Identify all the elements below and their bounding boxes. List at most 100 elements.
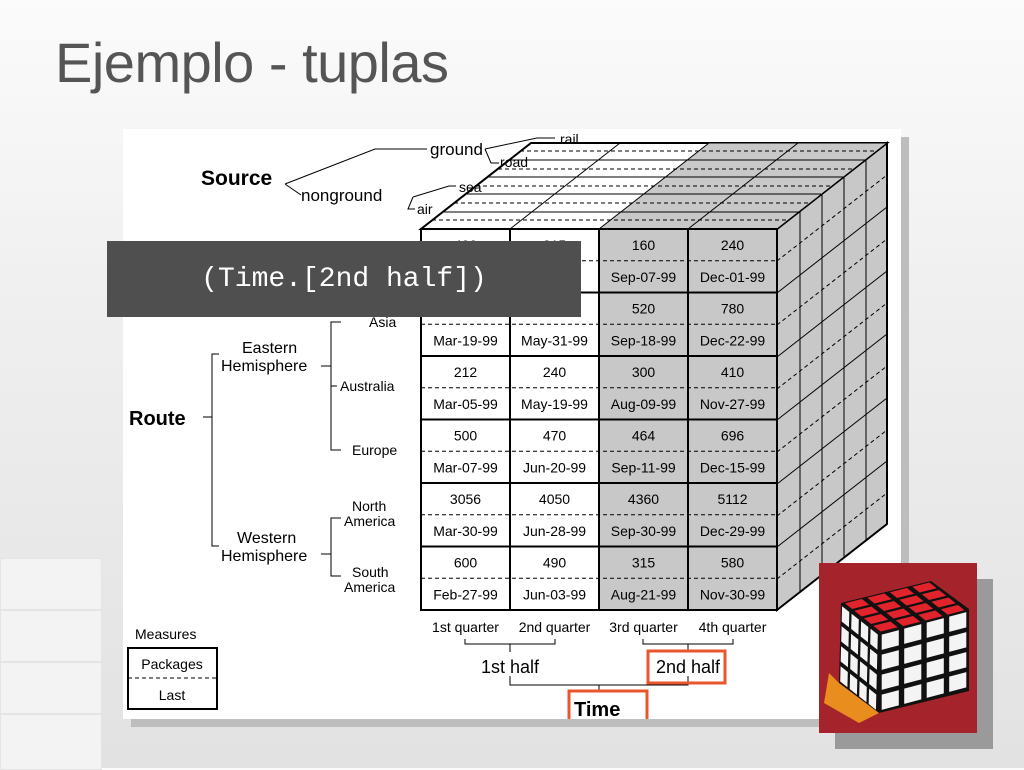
rubiks-cube-photo bbox=[819, 563, 977, 733]
cell-last: Jun-28-99 bbox=[523, 523, 586, 539]
cell-packages: 240 bbox=[543, 364, 567, 380]
source-sea: sea bbox=[459, 179, 482, 195]
cell-last: Sep-30-99 bbox=[611, 523, 677, 539]
cell-packages: 3056 bbox=[450, 491, 481, 507]
source-label: Source bbox=[201, 167, 272, 190]
route-australia: Australia bbox=[340, 378, 395, 394]
rubik-sticker bbox=[940, 605, 966, 615]
rubik-right-stickers bbox=[881, 612, 967, 710]
rubik-sticker bbox=[881, 670, 899, 690]
cell-packages: 490 bbox=[543, 555, 567, 571]
route-south-line2: America bbox=[344, 579, 396, 595]
rubik-sticker bbox=[889, 588, 915, 598]
cell-packages: 240 bbox=[721, 237, 745, 253]
cell-packages: 212 bbox=[454, 364, 478, 380]
rubik-sticker bbox=[869, 648, 878, 670]
cell-last: Jun-03-99 bbox=[523, 587, 586, 603]
rubik-sticker bbox=[859, 661, 868, 683]
rubik-sticker bbox=[850, 653, 858, 675]
rubik-sticker bbox=[849, 673, 858, 695]
measures-last: Last bbox=[159, 687, 186, 703]
route-south-line1: South bbox=[352, 564, 389, 580]
route-asia: Asia bbox=[369, 314, 396, 330]
cell-last: Dec-15-99 bbox=[700, 460, 766, 476]
rubik-sticker bbox=[868, 688, 877, 710]
cell-packages: 315 bbox=[632, 555, 656, 571]
rubik-sticker bbox=[876, 601, 902, 611]
cell-packages: 4360 bbox=[628, 491, 659, 507]
rubik-sticker bbox=[869, 668, 877, 690]
rubik-sticker bbox=[840, 646, 849, 668]
rubik-sticker bbox=[860, 641, 868, 663]
route-eastern-line2: Hemisphere bbox=[221, 358, 307, 375]
rubik-sticker bbox=[918, 610, 943, 621]
cell-last: Feb-27-99 bbox=[433, 587, 498, 603]
time-tree-lines bbox=[464, 639, 734, 692]
source-rail: rail bbox=[560, 131, 579, 147]
cube-top-dashes bbox=[432, 150, 876, 221]
cell-last: May-31-99 bbox=[521, 333, 588, 349]
cell-packages: 520 bbox=[632, 301, 656, 317]
rubik-sticker bbox=[921, 590, 947, 600]
cell-last: Sep-11-99 bbox=[611, 460, 676, 476]
time-half2: 2nd half bbox=[656, 657, 721, 677]
rubik-sticker bbox=[926, 678, 944, 698]
rubik-sticker bbox=[881, 650, 899, 670]
route-europe: Europe bbox=[352, 442, 397, 458]
rubik-sticker bbox=[859, 681, 867, 703]
rubik-sticker bbox=[863, 614, 889, 624]
cell-packages: 410 bbox=[721, 364, 745, 380]
rubik-sticker bbox=[873, 621, 898, 632]
rubik-sticker bbox=[899, 595, 924, 606]
rubik-sticker bbox=[851, 613, 859, 635]
rubik-sticker bbox=[867, 593, 892, 604]
rubik-top-stickers bbox=[844, 582, 966, 632]
quarter-label: 3rd quarter bbox=[609, 619, 678, 635]
cell-last: Mar-30-99 bbox=[433, 523, 498, 539]
cell-packages: 160 bbox=[632, 237, 656, 253]
rubik-sticker bbox=[881, 630, 899, 650]
cell-packages: 470 bbox=[543, 428, 567, 444]
rubik-sticker bbox=[841, 606, 850, 628]
rubik-sticker bbox=[895, 616, 921, 626]
cell-last: Aug-09-99 bbox=[611, 396, 677, 412]
rubik-sticker bbox=[850, 633, 859, 655]
rubik-sticker bbox=[949, 612, 967, 632]
cell-last: Jun-20-99 bbox=[523, 460, 586, 476]
rubik-sticker bbox=[949, 672, 967, 692]
cell-packages: 696 bbox=[721, 428, 745, 444]
cell-packages: 464 bbox=[632, 428, 656, 444]
rubik-sticker bbox=[844, 599, 870, 609]
rubik-sticker bbox=[904, 624, 922, 644]
rubik-sticker bbox=[881, 690, 899, 710]
measures-label: Measures bbox=[135, 626, 196, 642]
rubik-sticker bbox=[904, 664, 922, 684]
route-western-line2: Hemisphere bbox=[221, 548, 307, 565]
source-air: air bbox=[417, 201, 433, 217]
cell-last: Sep-18-99 bbox=[611, 333, 677, 349]
time-half1: 1st half bbox=[481, 657, 540, 677]
quarter-label: 2nd quarter bbox=[519, 619, 591, 635]
background-tile bbox=[0, 662, 102, 714]
cube-svg: 400215160240Sep-07-99Dec-01-99520780Mar-… bbox=[127, 131, 890, 719]
rubiks-cube-icon bbox=[819, 563, 977, 733]
quarter-label: 1st quarter bbox=[432, 619, 499, 635]
cell-last: Mar-19-99 bbox=[433, 333, 498, 349]
rubik-sticker bbox=[926, 658, 944, 678]
background-tile bbox=[0, 558, 102, 610]
rubik-left-stickers bbox=[840, 606, 878, 710]
rubik-sticker bbox=[870, 628, 878, 650]
background-tile bbox=[0, 714, 102, 770]
route-western-line1: Western bbox=[237, 530, 296, 547]
front-grid: 400215160240Sep-07-99Dec-01-99520780Mar-… bbox=[421, 229, 777, 610]
cube-side-dashes bbox=[776, 174, 888, 580]
time-label: Time bbox=[574, 699, 620, 719]
rubik-sticker bbox=[854, 606, 879, 617]
cell-last: Nov-27-99 bbox=[700, 396, 766, 412]
cell-packages: 780 bbox=[721, 301, 745, 317]
rubik-sticker bbox=[860, 621, 869, 643]
route-label: Route bbox=[129, 408, 186, 430]
source-nonground: nonground bbox=[301, 186, 382, 205]
cell-packages: 580 bbox=[721, 555, 745, 571]
